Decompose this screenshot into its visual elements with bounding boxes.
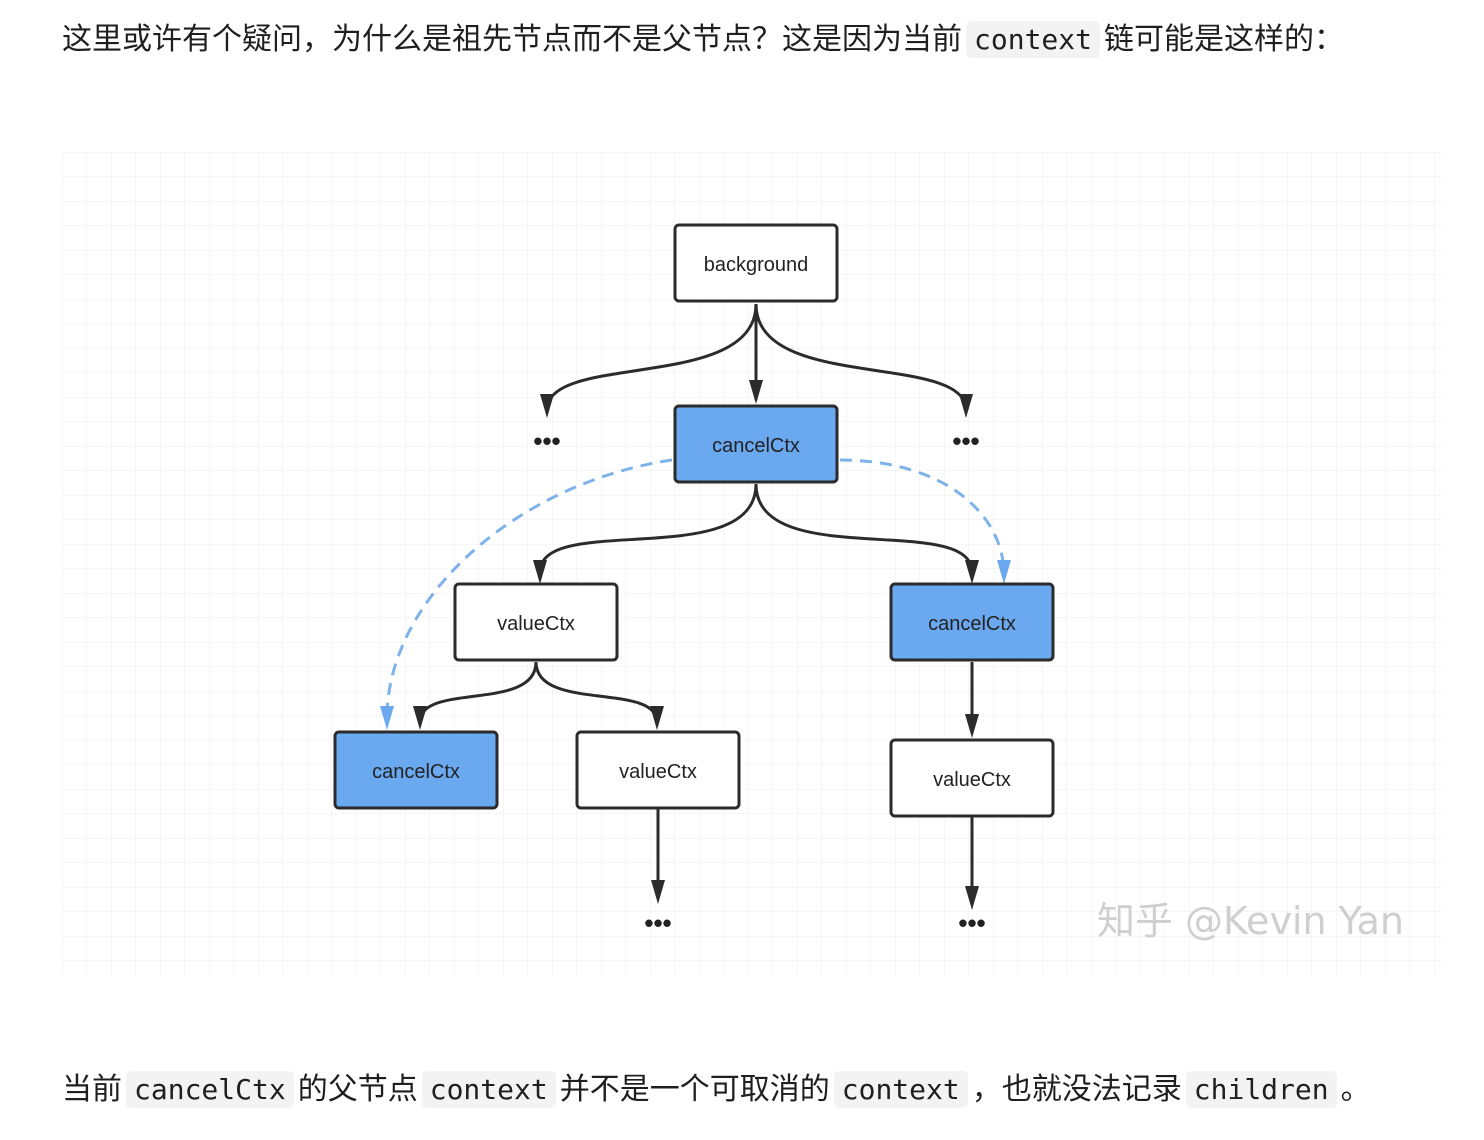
node-right-child-label: valueCtx xyxy=(933,769,1011,791)
arrowhead xyxy=(540,394,554,418)
outro-text-1: 当前 xyxy=(62,1072,122,1107)
dashed-edge-mid-to-right xyxy=(839,458,1006,573)
arrowhead xyxy=(413,706,427,730)
node-mid xyxy=(673,404,839,484)
arrowhead xyxy=(965,886,979,910)
arrowhead xyxy=(650,706,664,730)
node-left-left xyxy=(333,730,499,810)
arrowhead-blue xyxy=(380,706,394,730)
node-left-right xyxy=(575,730,741,810)
node-left-right-label: valueCtx xyxy=(619,761,697,783)
node-right-child xyxy=(889,738,1055,818)
ellipsis-right: ••• xyxy=(952,426,979,456)
node-mid-label: cancelCtx xyxy=(712,435,800,457)
arrowhead xyxy=(749,380,763,404)
outro-text-4: ，也就没法记录 xyxy=(971,1072,1182,1107)
arrowhead xyxy=(959,394,973,418)
arrowhead xyxy=(651,880,665,904)
ellipsis-right-child: ••• xyxy=(958,908,985,938)
outro-text-5: 。 xyxy=(1340,1072,1371,1107)
edge-mid-to-right xyxy=(754,483,974,573)
arrowhead xyxy=(965,714,979,738)
intro-code-context: context xyxy=(966,21,1101,58)
dashed-edge-mid-to-left-left xyxy=(385,458,673,713)
outro-text-3: 并不是一个可取消的 xyxy=(559,1072,830,1107)
node-left-left-label: cancelCtx xyxy=(372,761,460,783)
edge-root-to-right-ellipsis xyxy=(754,303,968,411)
arrowhead-blue xyxy=(997,560,1011,584)
node-left xyxy=(453,582,619,662)
watermark: 知乎 @Kevin Yan xyxy=(1097,899,1404,943)
outro-text-2: 的父节点 xyxy=(297,1072,418,1107)
ellipsis-left: ••• xyxy=(533,426,560,456)
intro-text-after: 链可能是这样的： xyxy=(1104,22,1345,57)
ellipsis-left-right-child: ••• xyxy=(644,908,671,938)
context-chain-diagram: background cancelCtx valueCtx cancelCtx … xyxy=(62,152,1442,976)
intro-text-before: 这里或许有个疑问，为什么是祖先节点而不是父节点？这是因为当前 xyxy=(62,22,962,57)
arrowhead xyxy=(965,560,979,584)
outro-code-context-2: context xyxy=(833,1071,968,1108)
node-right xyxy=(889,582,1055,662)
arrowhead xyxy=(533,560,547,584)
edge-root-to-left-ellipsis xyxy=(545,303,758,411)
node-right-label: cancelCtx xyxy=(928,613,1016,635)
outro-code-context-1: context xyxy=(421,1071,556,1108)
node-root-label: background xyxy=(704,254,809,276)
node-left-label: valueCtx xyxy=(497,613,575,635)
node-root xyxy=(673,223,839,303)
outro-code-cancelctx: cancelCtx xyxy=(126,1071,294,1108)
edge-mid-to-left xyxy=(538,483,758,573)
outro-code-children: children xyxy=(1185,1071,1337,1108)
